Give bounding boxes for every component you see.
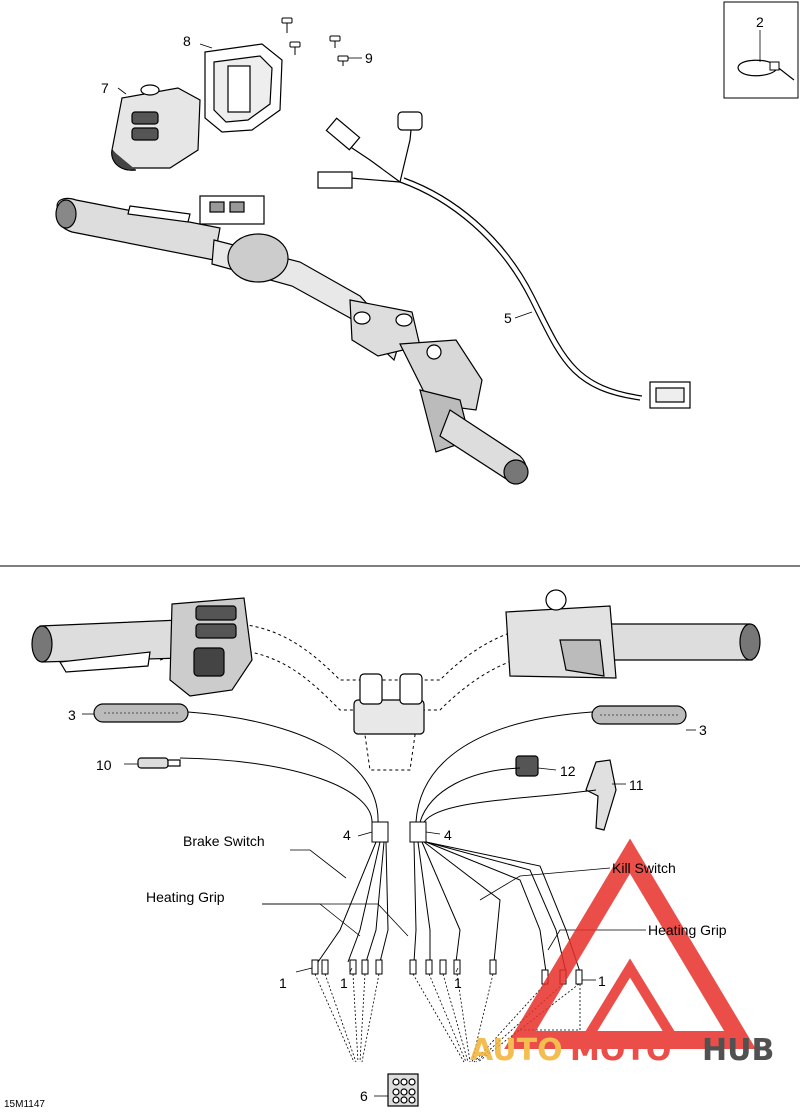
wiring-bottom — [179, 711, 597, 973]
callout-12: 12 — [560, 763, 576, 779]
callout-1-a: 1 — [279, 975, 287, 991]
diagram-code: 15M1147 — [4, 1099, 45, 1110]
item-10-sensor — [124, 757, 181, 769]
heating-grip-elements — [82, 703, 696, 731]
watermark-part2: MOTO — [570, 1033, 671, 1068]
callout-3-left: 3 — [68, 707, 76, 723]
screws — [281, 17, 362, 66]
label-leaders — [262, 831, 646, 951]
callout-4-left: 4 — [343, 827, 351, 843]
callout-3-right: 3 — [699, 722, 707, 738]
watermark-part3: HUB — [702, 1033, 774, 1068]
switch-assembly — [111, 84, 201, 171]
watermark: AUTO MOTO HUB — [470, 838, 774, 1068]
right-grip-top — [399, 339, 529, 485]
left-grip-bottom — [31, 597, 253, 697]
callout-1-b: 1 — [340, 975, 348, 991]
callout-6: 6 — [360, 1088, 368, 1104]
callout-11: 11 — [629, 777, 644, 793]
wiring-harness-top — [317, 111, 691, 409]
callout-5: 5 — [504, 310, 512, 326]
label-heating-grip-right: Heating Grip — [648, 922, 727, 938]
left-grip-top — [55, 195, 265, 261]
callout-1-c: 1 — [454, 975, 462, 991]
callout-2: 2 — [756, 14, 764, 30]
callout-7: 7 — [101, 80, 109, 96]
label-brake-switch: Brake Switch — [183, 833, 265, 849]
handlebar-top — [211, 233, 421, 362]
label-heating-grip-left: Heating Grip — [146, 889, 225, 905]
callout-1-d: 1 — [598, 973, 606, 989]
callout-4-right: 4 — [444, 827, 452, 843]
callout-10: 10 — [96, 757, 112, 773]
label-kill-switch: Kill Switch — [612, 860, 676, 876]
clamp-assembly — [353, 673, 425, 735]
switch-housing — [199, 43, 283, 133]
items-11-12 — [515, 755, 626, 831]
callout-9: 9 — [365, 50, 373, 66]
connector-6 — [374, 1073, 419, 1107]
callout-8: 8 — [183, 33, 191, 49]
watermark-part1: AUTO — [470, 1033, 563, 1068]
dashed-guides — [314, 973, 581, 1063]
item-2-box — [723, 1, 799, 99]
right-grip-bottom — [505, 589, 761, 679]
